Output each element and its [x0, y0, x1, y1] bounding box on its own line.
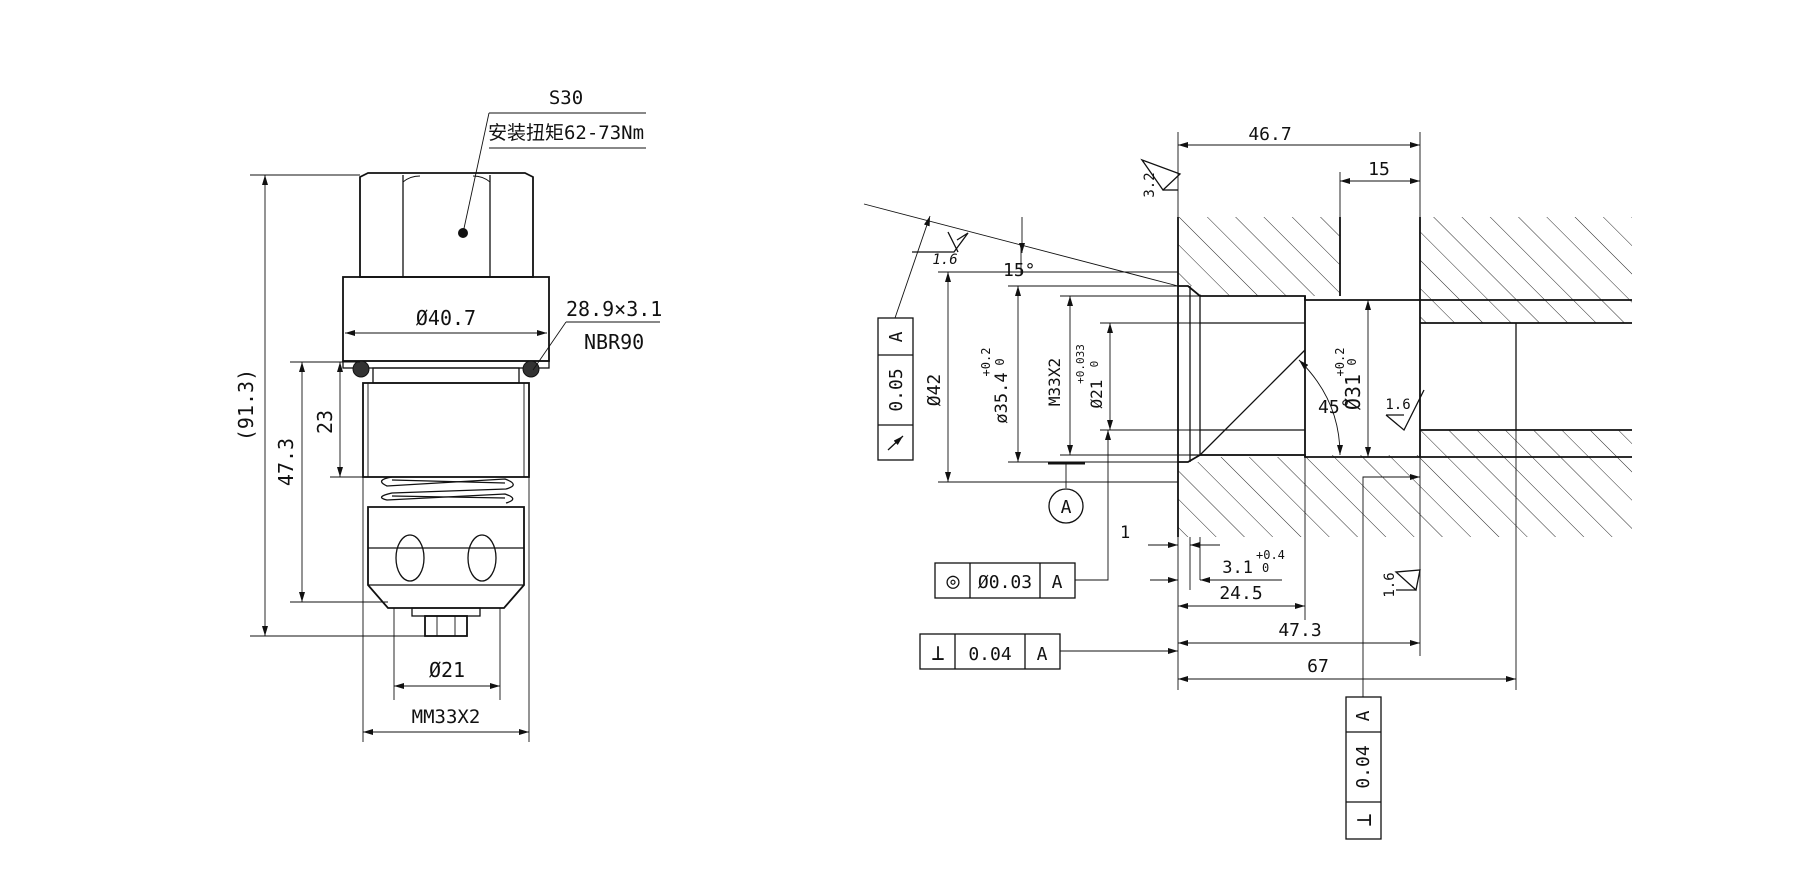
dim-15: 15 — [1339, 159, 1420, 217]
port-section-view: 15° Ø42 ø35.4 +0.2 0 M33X2 — [863, 124, 1632, 840]
dim-15-label: 15 — [1368, 159, 1390, 180]
dim-3-1: 3.1 +0.4 0 — [1150, 548, 1285, 583]
dim-m33x2: M33X2 A — [1045, 296, 1085, 524]
sensor-side-view: S30 安装扭矩62-73Nm Ø40.7 28.9×3.1 NBR90 (91… — [234, 87, 662, 742]
dim-24-5-label: 24.5 — [1219, 583, 1262, 604]
dim-3-1-label: 3.1 — [1222, 558, 1253, 578]
dim-21-tol-upper: +0.033 — [1074, 344, 1087, 384]
roughness-1-6-mid-label: 1.6 — [1385, 397, 1410, 413]
dim-46-7: 46.7 — [1177, 124, 1421, 300]
port-outline — [1177, 217, 1632, 537]
right-extension-lines — [938, 271, 1200, 483]
dim-31-label: Ø31 — [1341, 374, 1365, 410]
dim-35-4-tol-upper: +0.2 — [979, 348, 993, 377]
dim-flange-diameter-label: Ø40.7 — [416, 306, 476, 330]
bottom-nut — [411, 607, 481, 637]
dim-thread-size: MM33X2 — [362, 477, 530, 742]
dim-31-tol-lower: 0 — [1345, 358, 1359, 365]
dim-42-label: Ø42 — [924, 374, 945, 407]
dim-35-4: ø35.4 +0.2 0 — [979, 286, 1021, 462]
roughness-1-6-mid: 1.6 — [1385, 389, 1425, 432]
oring-material-label: NBR90 — [584, 330, 644, 354]
fcf-runout-datum: A — [886, 331, 907, 342]
fcf-perp-lower-symbol: ⊥ — [931, 641, 944, 666]
dim-thread-size-label: MM33X2 — [412, 706, 481, 728]
fcf-perpendicularity-right: A 0.04 ⊥ — [1345, 474, 1420, 840]
dim-overall-length-label: (91.3) — [234, 369, 258, 441]
dim-nozzle-diameter-label: Ø21 — [429, 658, 465, 682]
fcf-concentricity-tolerance: Ø0.03 — [978, 572, 1032, 593]
angle-45: 45° — [1298, 359, 1351, 456]
roughness-1-6-low-label: 1.6 — [1382, 572, 1398, 597]
dim-42: Ø42 — [924, 272, 951, 482]
thread-body — [362, 382, 530, 478]
dim-3-1-tol-upper: +0.4 — [1256, 548, 1285, 562]
bottom-extension-lines — [1177, 430, 1517, 690]
oring-callout: 28.9×3.1 NBR90 — [532, 297, 662, 371]
callout-s30: S30 — [549, 87, 583, 109]
dim-47-3-right-label: 47.3 — [1278, 620, 1321, 641]
section-hatching — [1178, 217, 1632, 537]
datum-a-label: A — [1061, 497, 1072, 518]
dim-nozzle-diameter: Ø21 — [393, 608, 501, 700]
dim-47-3: 47.3 — [274, 362, 305, 602]
fcf-perp-lower-datum: A — [1037, 644, 1048, 665]
fcf-perp-right-tolerance: 0.04 — [1353, 745, 1374, 788]
roughness-3-2-label: 3.2 — [1142, 172, 1158, 197]
dim-23-label: 23 — [313, 410, 337, 434]
roughness-1-6-top-label: 1.6 — [932, 252, 957, 268]
dim-3-1-tol-lower: 0 — [1262, 561, 1269, 575]
left-extension-lines — [250, 174, 425, 637]
dim-21: Ø21 +0.033 0 — [1074, 323, 1113, 430]
fcf-perp-right-datum: A — [1353, 710, 1374, 721]
fcf-concentricity: ◎ Ø0.03 A — [934, 430, 1111, 599]
callout-torque: 安装扭矩62-73Nm — [488, 122, 644, 144]
roughness-1-6-top: 1.6 — [912, 231, 969, 268]
dim-1: 1 — [1120, 523, 1220, 548]
fcf-runout-tolerance: 0.05 — [886, 368, 907, 411]
dim-35-4-tol-lower: 0 — [993, 358, 1007, 365]
fcf-concentricity-datum: A — [1052, 572, 1063, 593]
dim-67-label: 67 — [1307, 656, 1329, 677]
dim-67: 67 — [1178, 656, 1516, 682]
hex-head — [359, 172, 534, 278]
fcf-perp-lower-tolerance: 0.04 — [968, 644, 1011, 665]
angle-45-label: 45° — [1318, 397, 1351, 418]
o-ring — [342, 360, 550, 384]
fcf-concentricity-symbol: ◎ — [946, 569, 960, 594]
angle-15-label: 15° — [1003, 260, 1036, 281]
dim-overall-length: (91.3) — [234, 175, 268, 636]
fcf-perp-right-symbol: ⊥ — [1352, 813, 1377, 826]
hex-callout: S30 安装扭矩62-73Nm — [458, 87, 646, 238]
dim-24-5: 24.5 — [1178, 583, 1305, 609]
dim-21-tol-lower: 0 — [1088, 361, 1101, 368]
dim-35-4-label: ø35.4 — [992, 372, 1012, 423]
fcf-perpendicularity-lower: ⊥ 0.04 A — [919, 633, 1178, 670]
dim-46-7-label: 46.7 — [1248, 124, 1291, 145]
roughness-1-6-low: 1.6 — [1382, 569, 1421, 598]
nozzle-body — [367, 506, 525, 609]
taper-line: 15° — [863, 203, 1179, 287]
dim-1-label: 1 — [1120, 523, 1130, 543]
oring-size-label: 28.9×3.1 — [566, 297, 662, 321]
dim-47-3-right: 47.3 — [1178, 620, 1420, 646]
dim-flange-diameter: Ø40.7 — [345, 306, 547, 336]
spring — [380, 476, 514, 504]
fcf-runout: A 0.05 — [877, 215, 931, 461]
dim-m33x2-label: M33X2 — [1045, 358, 1064, 406]
dim-21-label: Ø21 — [1087, 380, 1106, 409]
dim-23: 23 — [313, 362, 343, 477]
roughness-3-2: 3.2 — [1140, 158, 1182, 198]
dim-47-3-label: 47.3 — [274, 438, 298, 486]
